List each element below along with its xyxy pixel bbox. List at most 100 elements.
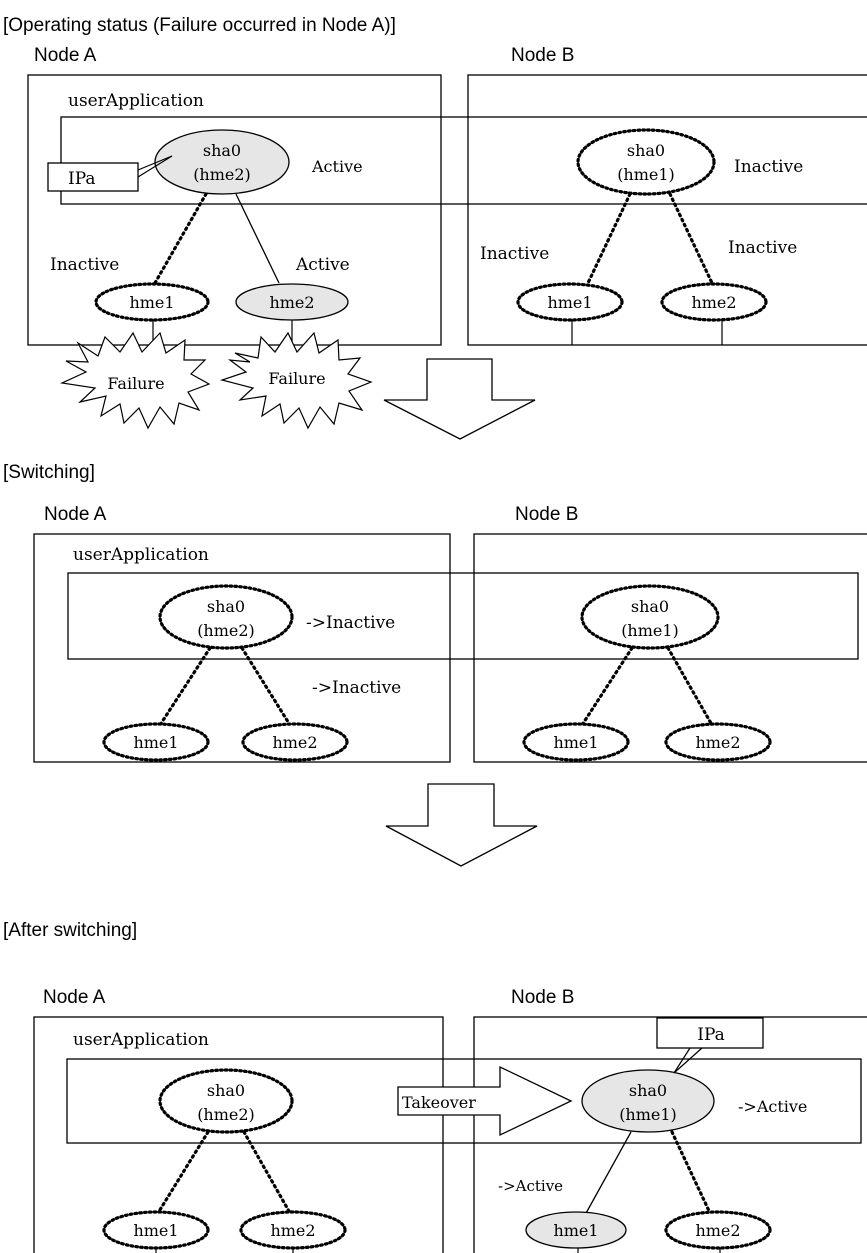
hme1-interface: [94, 282, 210, 322]
state-label: ->Inactive: [312, 678, 401, 698]
connector: [584, 1131, 632, 1216]
node-b-label: Node B: [511, 45, 574, 66]
state-label: ->Active: [498, 1177, 563, 1195]
state-label: Inactive: [480, 244, 549, 264]
user-application-label: userApplication: [68, 91, 204, 111]
connector: [668, 192, 714, 285]
user-application-label: userApplication: [73, 1030, 209, 1050]
ip-address-label: IPa: [697, 1025, 725, 1045]
failure-burst: [59, 331, 211, 430]
node-b-box: [473, 1016, 867, 1253]
callout-line: [137, 155, 173, 178]
state-label: Active: [295, 255, 350, 275]
sha0-name: sha0: [631, 597, 669, 616]
sha0-name: sha0: [203, 141, 241, 160]
connector: [586, 192, 632, 285]
hme2-interface: [660, 282, 768, 322]
section-switching: [Switching] Node A Node B userApplicatio…: [3, 462, 867, 867]
connector: [158, 646, 212, 727]
flow-arrow: [383, 358, 536, 440]
hme2-interface: [235, 283, 349, 321]
node-a-box: [27, 74, 442, 346]
hme2-label: hme2: [691, 293, 736, 312]
state-label: Inactive: [50, 255, 119, 275]
hme2-interface: [241, 722, 349, 762]
failure-label: Failure: [268, 369, 325, 388]
hme2-label: hme2: [272, 733, 317, 752]
takeover-label: Takeover: [402, 1093, 476, 1112]
sha0-interface: [581, 1069, 715, 1133]
connector: [156, 1130, 210, 1215]
hme1-interface: [102, 1210, 210, 1250]
node-a-box: [33, 533, 451, 763]
callout-line: [673, 1047, 703, 1074]
hme1-interface: [525, 1211, 627, 1249]
hme2-label: hme2: [695, 733, 740, 752]
node-a-label: Node A: [34, 45, 97, 66]
hme1-interface: [522, 722, 630, 762]
sha0-bound-nic: (hme2): [197, 621, 255, 640]
callout-line: [137, 155, 173, 171]
sha0-bound-nic: (hme1): [617, 165, 675, 184]
hme2-interface: [239, 1210, 347, 1250]
user-application-label: userApplication: [73, 545, 209, 565]
hme1-label: hme1: [553, 733, 598, 752]
hme1-interface: [516, 282, 624, 322]
takeover-arrow: [397, 1065, 573, 1137]
connector: [242, 1130, 292, 1215]
sha0-interface: [158, 1068, 294, 1134]
node-a-label: Node A: [43, 987, 106, 1008]
flow-arrow: [385, 783, 538, 867]
node-a-box: [33, 1016, 444, 1253]
node-a-label: Node A: [44, 504, 107, 525]
sha0-bound-nic: (hme2): [193, 165, 251, 184]
failure-label: Failure: [107, 374, 164, 393]
ip-address-box: [47, 162, 139, 192]
hme2-interface: [664, 1210, 772, 1250]
callout-line: [673, 1047, 691, 1074]
sha0-interface: [576, 128, 716, 196]
sha0-name: sha0: [627, 141, 665, 160]
hme1-label: hme1: [553, 1221, 598, 1240]
state-label: ->Inactive: [306, 613, 395, 633]
sha0-name: sha0: [207, 1081, 245, 1100]
state-label: ->Active: [738, 1097, 807, 1116]
connector: [153, 192, 208, 285]
sha0-bound-nic: (hme1): [619, 1105, 677, 1124]
connector: [580, 646, 634, 727]
hme2-interface: [664, 722, 772, 762]
sha0-name: sha0: [207, 597, 245, 616]
node-b-box: [473, 533, 867, 763]
sha0-interface: [158, 584, 294, 650]
user-application-box: [67, 572, 859, 660]
state-label: Inactive: [734, 157, 803, 177]
hme2-label: hme2: [269, 293, 314, 312]
connector: [235, 193, 280, 284]
hme1-label: hme1: [129, 293, 174, 312]
state-label: Inactive: [728, 238, 797, 258]
user-application-box: [60, 116, 867, 205]
section-title: [Switching]: [3, 462, 95, 483]
ip-address-label: IPa: [68, 169, 96, 189]
hme1-label: hme1: [133, 733, 178, 752]
state-label: Active: [311, 157, 363, 176]
hme2-label: hme2: [695, 1221, 740, 1240]
ip-address-box: [656, 1017, 764, 1049]
connector: [670, 1130, 712, 1215]
node-b-label: Node B: [515, 504, 578, 525]
user-application-box: [66, 1058, 862, 1144]
sha0-name: sha0: [629, 1081, 667, 1100]
hme1-interface: [102, 722, 210, 762]
hme2-label: hme2: [270, 1221, 315, 1240]
node-b-box: [467, 74, 867, 346]
node-b-label: Node B: [511, 987, 574, 1008]
section-after-switching: [After switching] Node A Node B userAppl…: [3, 920, 867, 1253]
failure-burst: [219, 331, 373, 430]
section-operating-status: [Operating status (Failure occurred in N…: [3, 15, 867, 440]
sha0-bound-nic: (hme1): [621, 621, 679, 640]
sha0-interface: [580, 584, 720, 650]
section-title: [After switching]: [3, 920, 137, 941]
connector: [666, 646, 714, 727]
sha0-bound-nic: (hme2): [197, 1105, 255, 1124]
